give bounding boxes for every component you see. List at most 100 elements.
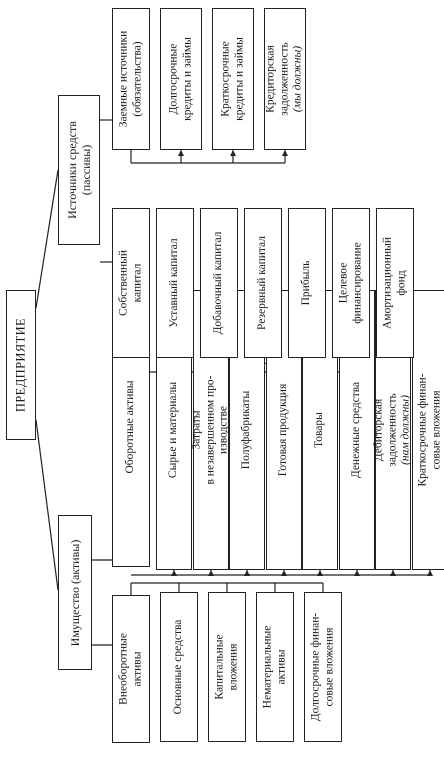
equity-item-0-text-line: Уставный капитал	[168, 238, 181, 328]
equity-item-1: Добавочный капитал	[200, 208, 238, 358]
current-item-3-text-line: Готовая продукция	[277, 383, 290, 477]
sources-box: Источники средств(пассивы)	[58, 95, 100, 245]
current-item-6-arrow	[390, 570, 396, 576]
current-item-2-text-line: Полуфабрикаты	[240, 390, 253, 470]
borrowed-item-2-text-line: задолженность	[278, 42, 291, 116]
noncurrent-item-1-text-line: Капитальные	[213, 634, 226, 700]
borrowed-box-text-line: (обязательства)	[131, 41, 143, 117]
current-item-6-text-line: задолженность	[386, 393, 399, 467]
current-item-5-label: Денежные средства	[350, 382, 364, 478]
noncurrent-item-3-text-line: Долгосрочные финан-	[309, 612, 322, 722]
current-item-7: Краткосрочные финан-совые вложения	[412, 290, 444, 570]
current-item-7-label: Краткосрочные финан-совые вложения	[416, 373, 443, 486]
equity-item-0: Уставный капитал	[156, 208, 194, 358]
noncurrent-item-3-label: Долгосрочные финан-совые вложения	[309, 613, 336, 721]
current-item-6-text-line: Дебиторская	[372, 398, 385, 462]
noncurrent-assets-box-text-line: активы	[131, 651, 143, 687]
root-to-assets-connector	[35, 419, 59, 591]
current-item-4-text-line: Товары	[313, 412, 326, 448]
current-item-0-arrow	[171, 570, 177, 576]
sources-box-text-line: (пассивы)	[79, 144, 93, 196]
noncurrent-item-0-label: Основные средства	[172, 620, 186, 715]
equity-item-1-text-line: Добавочный капитал	[212, 231, 225, 335]
borrowed-box-text-line: Заемные источники	[117, 30, 130, 128]
equity-item-1-label: Добавочный капитал	[212, 232, 226, 335]
current-item-5-text-line: Денежные средства	[350, 381, 363, 479]
borrowed-item-1-arrow	[230, 150, 236, 156]
current-assets-box-text-line: Оборотные активы	[124, 380, 137, 474]
noncurrent-assets-box-text-line: Внеоборотные	[117, 633, 130, 705]
current-assets-box-label: Оборотные активы	[124, 380, 138, 473]
borrowed-item-1-text-line: кредиты и займы	[233, 37, 245, 121]
noncurrent-item-3: Долгосрочные финан-совые вложения	[304, 592, 342, 742]
current-item-3-label: Готовая продукция	[277, 384, 291, 477]
sources-box-text-line: Источники средств	[64, 121, 79, 219]
equity-item-2: Резервный капитал	[244, 208, 282, 358]
equity-item-3-text-line: Прибыль	[300, 260, 313, 306]
equity-item-4-text-line: финансирование	[351, 242, 363, 324]
noncurrent-item-3-text-line: совые вложения	[323, 627, 335, 707]
equity-item-2-label: Резервный капитал	[256, 236, 270, 330]
equity-item-4-text-line: Целевое	[337, 262, 350, 304]
current-item-7-text-line: совые вложения	[430, 390, 442, 470]
assets-box: Имущество (активы)	[58, 515, 92, 670]
current-item-7-arrow	[427, 570, 433, 576]
current-item-4-label: Товары	[313, 412, 327, 448]
borrowed-item-2-text-line: Кредиторская	[264, 45, 277, 113]
equity-item-5-text-line: фонд	[395, 270, 407, 296]
equity-item-3-label: Прибыль	[300, 261, 314, 306]
noncurrent-item-0-text-line: Основные средства	[172, 619, 185, 715]
borrowed-item-1-text-line: Краткосрочные	[219, 41, 232, 117]
current-item-0-label: Сырье и материалы	[167, 382, 181, 478]
current-item-1-text-line: в незавершенном про-	[204, 375, 217, 485]
current-item-5-arrow	[354, 570, 360, 576]
root-enterprise-text-line: ПРЕДПРИЯТИЕ	[13, 317, 28, 413]
current-item-7-text-line: Краткосрочные финан-	[416, 373, 429, 487]
equity-item-3: Прибыль	[288, 208, 326, 358]
sources-box-label: Источники средств(пассивы)	[65, 121, 93, 219]
borrowed-item-0-text-line: кредиты и займы	[181, 37, 193, 121]
current-item-3-arrow	[281, 570, 287, 576]
assets-box-text-line: Имущество (активы)	[67, 539, 82, 646]
current-item-0-text-line: Сырье и материалы	[167, 381, 180, 479]
borrowed-item-2-text-line: (мы должны)	[291, 45, 304, 113]
root-enterprise: ПРЕДПРИЯТИЕ	[6, 290, 36, 440]
noncurrent-item-2-text-line: активы	[275, 649, 287, 685]
current-item-2-label: Полуфабрикаты	[240, 391, 254, 469]
equity-item-0-label: Уставный капитал	[168, 238, 182, 327]
equity-item-5-text-line: Амортизационный	[381, 236, 394, 330]
current-item-1-text-line: Затраты	[190, 410, 203, 450]
borrowed-item-2-arrow	[282, 150, 288, 156]
noncurrent-item-2-text-line: Нематериальные	[261, 625, 274, 709]
current-item-1-arrow	[208, 570, 214, 576]
equity-item-2-text-line: Резервный капитал	[256, 235, 269, 331]
equity-box-text-line: Собственный	[117, 249, 130, 317]
borrowed-box: Заемные источники(обязательства)	[112, 8, 150, 150]
noncurrent-item-1-text-line: вложения	[227, 643, 239, 691]
root-enterprise-label: ПРЕДПРИЯТИЕ	[14, 318, 29, 412]
root-to-sources-connector	[35, 169, 59, 309]
assets-box-label: Имущество (активы)	[68, 539, 82, 646]
borrowed-box-label: Заемные источники(обязательства)	[117, 31, 144, 128]
current-item-2-arrow	[244, 570, 250, 576]
